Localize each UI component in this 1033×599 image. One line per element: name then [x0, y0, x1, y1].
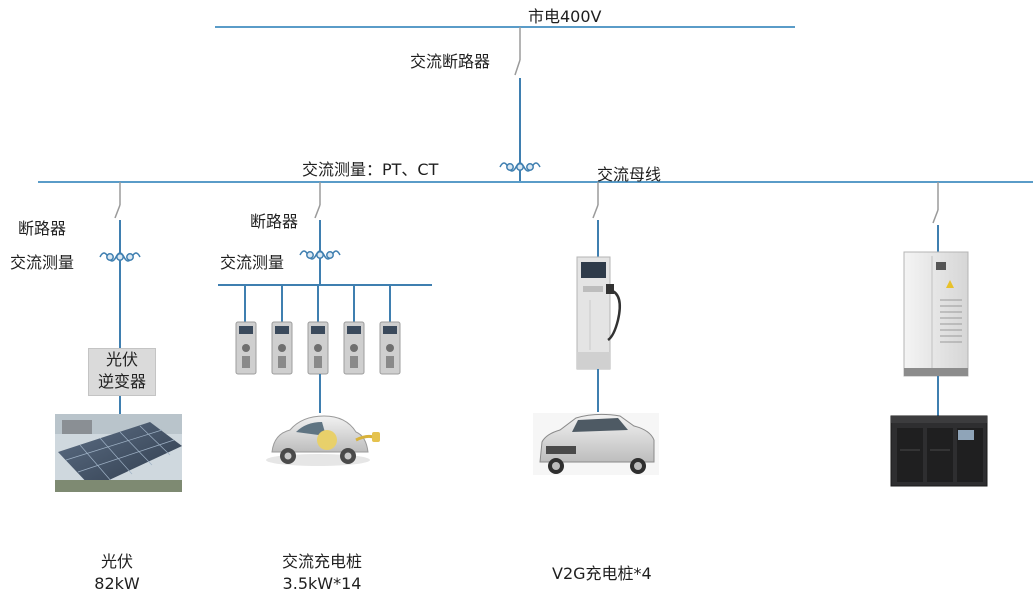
pv-breaker-label: 断路器 [18, 219, 67, 238]
ct-measure-icon [499, 162, 541, 172]
v2g-breaker-switch [592, 204, 599, 219]
ac-pile-caption-name: 交流充电桩 [281, 552, 363, 571]
suv-icon [533, 413, 659, 475]
main-breaker-switch [514, 59, 521, 76]
ac-breaker-label: 断路器 [250, 212, 299, 231]
ac-measure-label: 交流测量 [220, 253, 285, 272]
pv-inverter-box: 光伏 逆变器 [88, 348, 156, 396]
v2g-caption: V2G充电桩*4 [552, 564, 652, 583]
pv-caption-name: 光伏 [100, 552, 134, 571]
main-breaker-label: 交流断路器 [410, 52, 491, 71]
pv-caption-power: 82kW [94, 574, 140, 593]
storage-cabinet-icon [903, 251, 969, 377]
grid-label: 市电400V [528, 7, 602, 26]
pt-ct-label: 交流测量：PT、CT [302, 160, 439, 179]
ac-charger-icon [235, 321, 401, 375]
ac-breaker-switch [314, 204, 321, 219]
v2g-charger-icon [576, 256, 621, 370]
solar-panel-icon [55, 414, 182, 492]
battery-rack-icon [890, 415, 988, 487]
ev-car-icon [266, 415, 380, 466]
pv-measure-icon [99, 252, 141, 262]
ac-pile-caption-power: 3.5kW*14 [282, 574, 362, 593]
storage-breaker-switch [932, 209, 939, 224]
pv-measure-label: 交流测量 [10, 253, 75, 272]
pv-inverter-label-1: 光伏 [105, 350, 138, 369]
pv-inverter-label-2: 逆变器 [97, 372, 146, 391]
ac-measure-icon [299, 250, 341, 260]
ac-bus-label: 交流母线 [597, 165, 662, 184]
ac-charger-drops [244, 285, 391, 322]
pv-breaker-switch [114, 204, 121, 219]
